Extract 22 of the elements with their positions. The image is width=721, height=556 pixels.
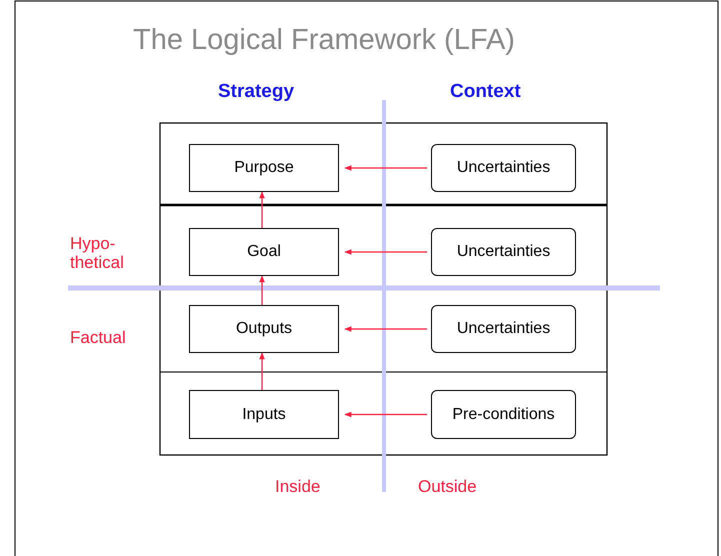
column-heading: Context (450, 81, 521, 103)
arrow (259, 352, 265, 390)
column-heading: Strategy (218, 81, 294, 103)
arrow (344, 326, 427, 332)
row-label: Factual (70, 328, 126, 348)
arrow (259, 275, 265, 305)
arrow (344, 165, 427, 171)
strategy-box: Goal (189, 228, 339, 276)
title: The Logical Framework (LFA) (133, 24, 515, 57)
arrow (259, 191, 265, 228)
arrow (344, 412, 427, 418)
strategy-box: Inputs (189, 390, 339, 439)
context-box: Uncertainties (431, 228, 576, 276)
arrow (344, 249, 427, 255)
strategy-box: Purpose (189, 144, 339, 192)
strategy-box: Outputs (189, 305, 339, 353)
column-label: Outside (418, 477, 477, 497)
context-box: Pre-conditions (431, 390, 576, 439)
context-box: Uncertainties (431, 144, 576, 192)
row-label: Hypo- thetical (70, 234, 125, 272)
column-label: Inside (275, 477, 320, 497)
context-box: Uncertainties (431, 305, 576, 353)
